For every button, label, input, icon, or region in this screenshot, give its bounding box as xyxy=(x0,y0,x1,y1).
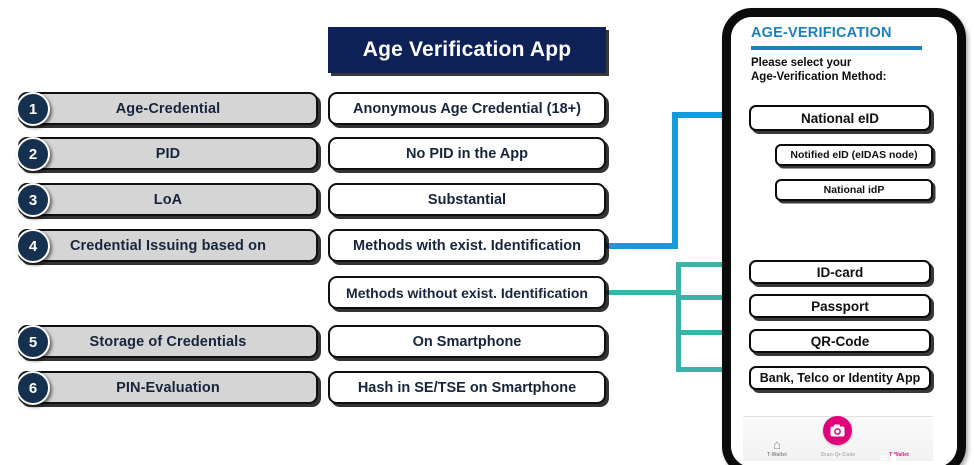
criteria-badge-6-number: 6 xyxy=(28,379,38,397)
navbar-item-wallet[interactable]: T-Wallet xyxy=(869,452,929,458)
criteria-badge-2-number: 2 xyxy=(28,145,38,163)
criteria-row-6[interactable]: PIN-Evaluation xyxy=(18,371,318,404)
home-icon: ⌂ xyxy=(773,437,781,452)
criteria-badge-3-number: 3 xyxy=(28,191,38,209)
option-notified-eid-label: Notified eID (eIDAS node) xyxy=(790,149,918,161)
smartphone-mockup: AGE-VERIFICATION Please select your Age-… xyxy=(722,8,966,465)
criteria-row-5-label: Storage of Credentials xyxy=(89,333,247,350)
criteria-badge-5: 5 xyxy=(16,325,50,359)
app-title-underline xyxy=(751,46,922,50)
criteria-row-3-label: LoA xyxy=(153,191,183,208)
connector-teal-to-id-card xyxy=(676,262,739,267)
value-row-pid-label: No PID in the App xyxy=(406,145,528,162)
option-notified-eid[interactable]: Notified eID (eIDAS node) xyxy=(775,144,933,166)
value-row-age-credential-label: Anonymous Age Credential (18+) xyxy=(353,100,581,117)
connector-teal-bus-vertical xyxy=(676,262,681,372)
connector-blue-segment-horizontal-upper xyxy=(672,112,750,118)
scan-edge-artifact-lower xyxy=(958,150,960,206)
criteria-row-2[interactable]: PID xyxy=(18,137,318,170)
option-passport[interactable]: Passport xyxy=(749,294,931,318)
option-bank-telco-identity-app-label: Bank, Telco or Identity App xyxy=(759,371,921,385)
criteria-row-1-label: Age-Credential xyxy=(115,100,221,117)
navbar-item-scan[interactable]: Scan-Qr-Code xyxy=(808,452,868,458)
criteria-row-4[interactable]: Credential Issuing based on xyxy=(18,229,318,262)
navbar-item-home[interactable]: ⌂ T-Wallet xyxy=(747,437,807,458)
criteria-row-4-label: Credential Issuing based on xyxy=(69,237,267,254)
criteria-badge-4: 4 xyxy=(16,229,50,263)
scan-qr-code-button[interactable] xyxy=(823,416,852,445)
option-qr-code-label: QR-Code xyxy=(810,333,870,349)
option-id-card[interactable]: ID-card xyxy=(749,260,931,284)
criteria-badge-1: 1 xyxy=(16,92,50,126)
value-row-loa[interactable]: Substantial xyxy=(328,183,606,216)
criteria-badge-1-number: 1 xyxy=(28,100,38,118)
criteria-badge-6: 6 xyxy=(16,371,50,405)
selection-prompt: Please select your Age-Verification Meth… xyxy=(751,57,887,83)
value-row-pin-evaluation[interactable]: Hash in SE/TSE on Smartphone xyxy=(328,371,606,404)
phone-bottom-navbar: ⌂ T-Wallet Scan-Qr-Code T-Wal xyxy=(743,416,933,461)
criteria-badge-2: 2 xyxy=(16,137,50,171)
criteria-row-1[interactable]: Age-Credential xyxy=(18,92,318,125)
value-row-age-credential[interactable]: Anonymous Age Credential (18+) xyxy=(328,92,606,125)
value-row-methods-with-identification[interactable]: Methods with exist. Identification xyxy=(328,229,606,262)
page-title: Age Verification App xyxy=(328,27,606,73)
option-id-card-label: ID-card xyxy=(816,264,864,280)
navbar-item-home-label: T-Wallet xyxy=(767,452,787,458)
option-national-idp[interactable]: National idP xyxy=(775,179,933,201)
option-passport-label: Passport xyxy=(811,298,869,314)
navbar-item-scan-label: Scan-Qr-Code xyxy=(820,452,856,458)
connector-blue-segment-vertical xyxy=(672,112,678,249)
option-national-eid[interactable]: National eID xyxy=(749,105,931,131)
option-national-idp-label: National idP xyxy=(823,184,885,196)
option-qr-code[interactable]: QR-Code xyxy=(749,329,931,353)
criteria-badge-4-number: 4 xyxy=(28,237,38,255)
value-row-methods-with-identification-label: Methods with exist. Identification xyxy=(353,237,581,254)
value-row-methods-without-identification-label: Methods without exist. Identification xyxy=(346,284,588,301)
value-row-pid[interactable]: No PID in the App xyxy=(328,137,606,170)
page-title-text: Age Verification App xyxy=(362,38,572,61)
criteria-row-2-label: PID xyxy=(155,145,181,162)
value-row-pin-evaluation-label: Hash in SE/TSE on Smartphone xyxy=(357,379,577,396)
phone-screen: AGE-VERIFICATION Please select your Age-… xyxy=(731,17,957,465)
connector-teal-to-passport xyxy=(676,295,739,300)
value-row-storage[interactable]: On Smartphone xyxy=(328,325,606,358)
criteria-row-6-label: PIN-Evaluation xyxy=(116,379,220,396)
connector-teal-to-bank-app xyxy=(676,367,739,372)
criteria-badge-3: 3 xyxy=(16,183,50,217)
navbar-item-wallet-label: T-Wallet xyxy=(889,452,909,458)
connector-teal-to-qr-code xyxy=(676,330,739,335)
camera-icon xyxy=(830,424,845,437)
value-row-methods-without-identification[interactable]: Methods without exist. Identification xyxy=(328,276,606,309)
app-title: AGE-VERIFICATION xyxy=(751,25,892,41)
option-bank-telco-identity-app[interactable]: Bank, Telco or Identity App xyxy=(749,366,931,390)
criteria-row-3[interactable]: LoA xyxy=(18,183,318,216)
scan-edge-artifact-upper xyxy=(958,96,960,144)
value-row-loa-label: Substantial xyxy=(427,191,507,208)
connector-teal-segment-horizontal-main xyxy=(606,290,679,295)
value-row-storage-label: On Smartphone xyxy=(412,333,522,350)
connector-blue-segment-horizontal-lower xyxy=(606,243,678,249)
criteria-row-5[interactable]: Storage of Credentials xyxy=(18,325,318,358)
option-national-eid-label: National eID xyxy=(800,110,879,126)
criteria-badge-5-number: 5 xyxy=(28,333,38,351)
